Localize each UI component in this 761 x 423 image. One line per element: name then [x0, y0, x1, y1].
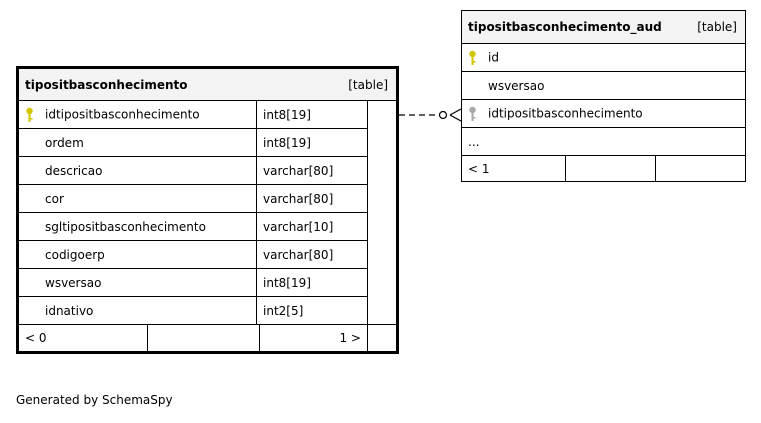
parent-count: 1 > — [339, 331, 361, 345]
column-row[interactable]: idtipositbasconhecimento int8[19] — [17, 100, 399, 325]
table-name: tipositbasconhecimento_aud — [468, 20, 662, 34]
column-row[interactable]: descricao varchar[80] — [17, 156, 398, 185]
column-row[interactable]: id — [461, 43, 746, 72]
column-type: int8[19] — [256, 128, 368, 157]
relationship-column — [366, 100, 399, 325]
more-columns-row[interactable]: ... — [461, 127, 746, 156]
column-name: descricao — [45, 163, 103, 178]
crow-foot-lower — [449, 114, 462, 122]
table-header[interactable]: tipositbasconhecimento [table] — [16, 67, 399, 101]
column-name: idtipositbasconhecimento — [45, 107, 200, 121]
column-row[interactable]: wsversao — [461, 71, 746, 100]
crow-foot-upper — [449, 108, 462, 116]
column-type: varchar[80] — [256, 156, 368, 185]
table-type-label: [table] — [348, 77, 389, 92]
column-row[interactable]: sgltipositbasconhecimento varchar[10] — [17, 212, 398, 241]
column-row[interactable]: cor varchar[80] — [17, 184, 398, 213]
table-header[interactable]: tipositbasconhecimento_aud [table] — [461, 10, 746, 44]
column-row[interactable]: idtipositbasconhecimento — [461, 99, 746, 128]
table-footer: < 1 — [461, 155, 746, 182]
column-type: varchar[80] — [256, 240, 368, 269]
column-name: wsversao — [45, 275, 102, 290]
column-name: idtipositbasconhecimento — [488, 106, 643, 120]
column-name: ordem — [45, 135, 84, 150]
column-row[interactable]: codigoerp varchar[80] — [17, 240, 398, 269]
column-type: int8[19] — [256, 100, 368, 129]
zero-optional-marker — [438, 110, 448, 120]
table-type-label: [table] — [697, 20, 737, 34]
column-name: cor — [45, 191, 64, 206]
table-tipositbasconhecimento-aud[interactable]: tipositbasconhecimento_aud [table] id ws… — [461, 10, 746, 182]
generated-by-text: Generated by SchemaSpy — [16, 393, 173, 407]
primary-key-icon — [469, 50, 476, 65]
column-name: id — [488, 50, 499, 64]
child-count: < 1 — [461, 155, 566, 182]
column-type: int8[19] — [256, 268, 368, 297]
column-name: sgltipositbasconhecimento — [45, 219, 206, 234]
column-name: idnativo — [45, 303, 94, 318]
column-row[interactable]: idnativo int2[5] — [17, 296, 398, 325]
column-type: int2[5] — [256, 296, 368, 325]
column-name: wsversao — [488, 78, 545, 93]
child-count: < 0 — [19, 325, 148, 351]
column-name: codigoerp — [45, 247, 105, 262]
foreign-key-icon — [469, 106, 476, 121]
table-footer: < 0 1 > — [17, 324, 399, 353]
table-name: tipositbasconhecimento — [25, 77, 188, 92]
column-row[interactable]: ordem int8[19] — [17, 128, 398, 157]
column-row[interactable]: wsversao int8[19] — [17, 268, 398, 297]
primary-key-icon — [26, 107, 33, 122]
column-type: varchar[10] — [256, 212, 368, 241]
ellipsis: ... — [461, 127, 746, 156]
column-type: varchar[80] — [256, 184, 368, 213]
table-tipositbasconhecimento[interactable]: tipositbasconhecimento [table] idtiposit… — [16, 66, 400, 354]
